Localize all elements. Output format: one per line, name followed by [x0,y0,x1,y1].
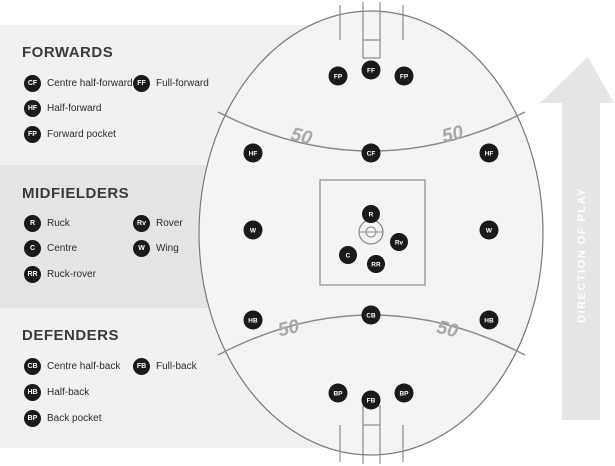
player-BP: BP [328,383,348,403]
player-CB: CB [361,305,381,325]
svg-text:W: W [250,228,257,235]
svg-text:C: C [346,253,351,260]
svg-text:CF: CF [367,151,376,158]
svg-text:W: W [486,228,493,235]
player-FF: FF [361,60,381,80]
svg-text:BP: BP [333,391,343,398]
player-BP: BP [394,383,414,403]
defenders-legend: DEFENDERS [22,327,119,356]
svg-text:FB: FB [367,398,376,405]
svg-text:BP: BP [399,391,409,398]
midfielders-title: MIDFIELDERS [22,185,130,202]
player-FP: FP [394,66,414,86]
svg-text:FP: FP [400,74,409,81]
player-HF: HF [243,143,263,163]
svg-text:HB: HB [248,318,258,325]
player-FB: FB [361,390,381,410]
svg-text:HF: HF [249,151,258,158]
player-HB: HB [479,310,499,330]
svg-text:HF: HF [485,151,494,158]
centre-square [319,179,426,286]
player-RR: RR [367,255,385,273]
svg-text:RR: RR [371,262,381,269]
bottom-goal-posts [339,405,404,464]
player-HB: HB [243,310,263,330]
defenders-title: DEFENDERS [22,327,120,344]
svg-text:R: R [369,212,374,219]
player-W: W [243,220,263,240]
player-CF: CF [361,143,381,163]
svg-text:FF: FF [367,68,375,75]
player-C: C [339,246,357,264]
player-HF: HF [479,143,499,163]
svg-text:HB: HB [484,318,494,325]
svg-text:CB: CB [366,313,376,320]
svg-text:FP: FP [334,74,343,81]
player-Rv: Rv [390,233,408,251]
player-FP: FP [328,66,348,86]
top-goal-posts [339,2,404,59]
forwards-legend: FORWARDS [22,44,113,73]
direction-arrow [540,57,614,420]
svg-text:Rv: Rv [395,240,404,247]
forwards-title: FORWARDS [22,44,114,61]
player-W: W [479,220,499,240]
field-boundary [198,10,544,456]
midfielders-legend: MIDFIELDERS [22,185,129,214]
direction-label: DIRECTION OF PLAY [576,187,588,323]
player-R: R [362,205,380,223]
